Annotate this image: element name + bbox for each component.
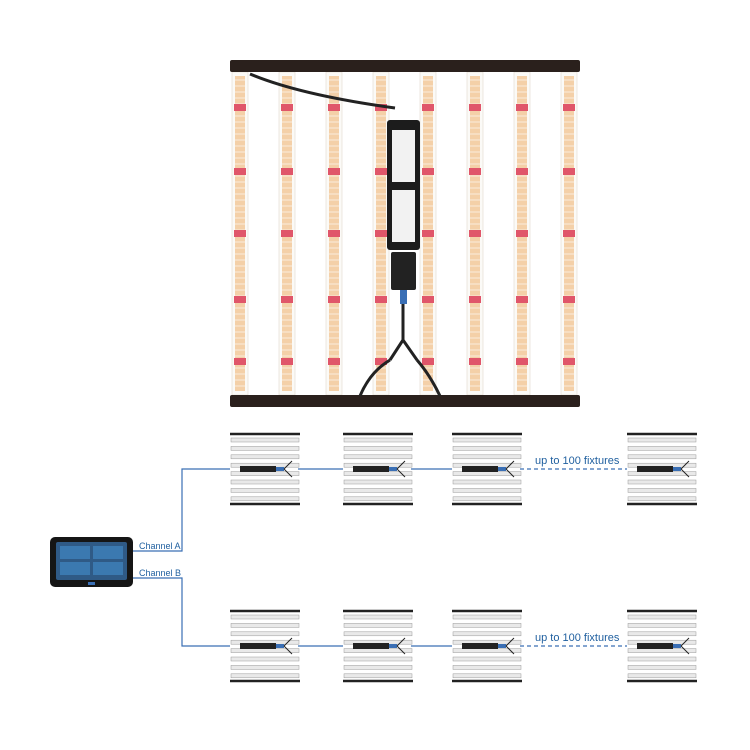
bottom-frame-rail (230, 395, 580, 407)
fixture-thumbnail (627, 434, 697, 504)
daisy-chain-diagram: Channel A Channel B up to 100 fixtures u… (0, 420, 750, 750)
fixture-thumbnail (230, 611, 300, 681)
fixture-thumbnail (343, 434, 413, 504)
channel-a-feed (133, 469, 230, 551)
channel-a-label: Channel A (139, 541, 181, 551)
top-frame-rail (230, 60, 580, 72)
led-bar (561, 72, 577, 395)
channel-wires (133, 469, 627, 646)
channel-b-capacity-note: up to 100 fixtures (535, 632, 620, 644)
led-bar (326, 72, 342, 395)
channel-a-capacity-note: up to 100 fixtures (535, 455, 620, 467)
channel-b-feed (133, 578, 230, 646)
led-bar (467, 72, 483, 395)
controller-device (50, 537, 133, 587)
grow-light-product-image (0, 0, 750, 420)
fixture-thumbnail (230, 434, 300, 504)
led-bar (373, 72, 389, 395)
fixture-thumbnail (627, 611, 697, 681)
driver-box (387, 120, 420, 304)
fixture-thumbnail (343, 611, 413, 681)
fixture-thumbnail (452, 434, 522, 504)
fixture-thumbnail (452, 611, 522, 681)
fixture-thumbnails (230, 434, 697, 681)
led-bar (514, 72, 530, 395)
led-bar (279, 72, 295, 395)
channel-b-label: Channel B (139, 568, 181, 578)
led-bar (420, 72, 436, 395)
led-bar (232, 72, 248, 395)
